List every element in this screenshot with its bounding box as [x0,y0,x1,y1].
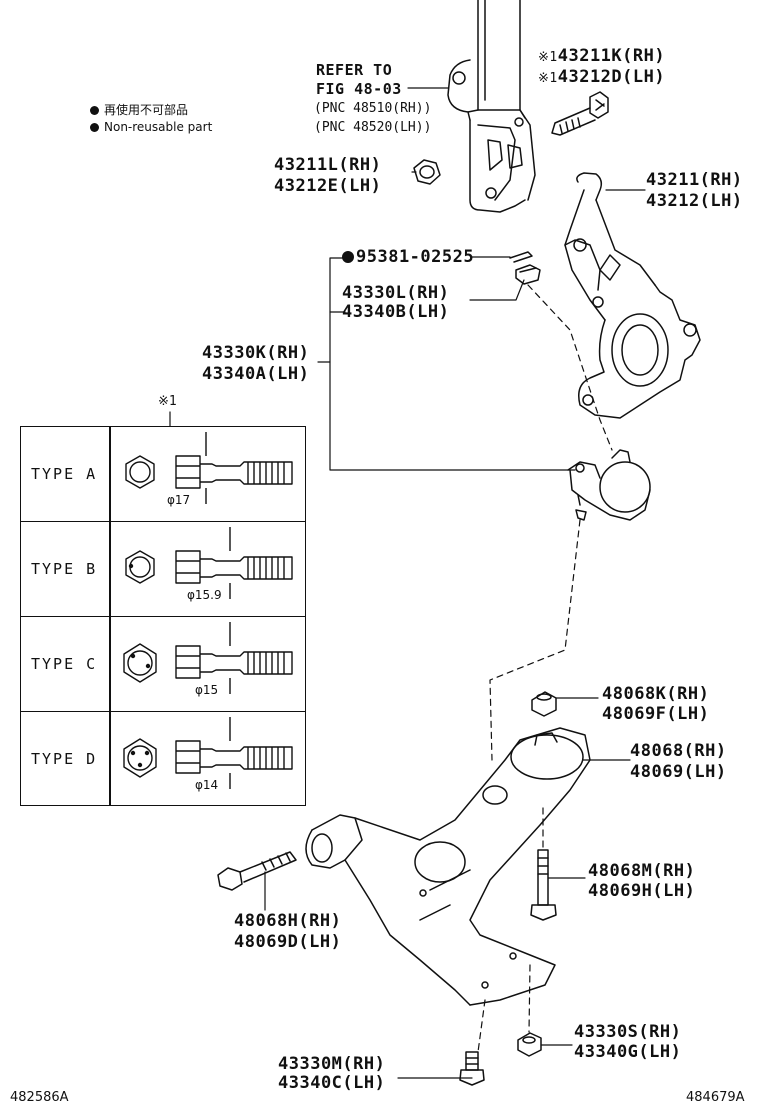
pn-43330M: 43330M(RH) [278,1054,386,1074]
legend-text-jp: 再使用不可部品 [104,103,189,117]
pn-48069D: 48069D(LH) [234,932,342,952]
type-diameter: φ17 [167,493,191,507]
bullet-icon [90,106,99,115]
refer-line2: FIG 48-03 [316,80,402,98]
type-d-drawing [123,717,293,789]
figure-code-right: 484679A [686,1090,745,1105]
refer-line1: REFER TO [316,61,393,79]
pn-43212D: 43212D(LH) [557,67,666,87]
type-name: TYPE A [31,465,98,483]
leader-lines [169,87,646,1079]
pn-43340C: 43340C(LH) [278,1073,386,1093]
pn-43340A: 43340A(LH) [202,364,310,384]
type-row-a: TYPE A φ17 [21,427,305,522]
mark-ref: ※1 [538,71,558,86]
pn-43330L: 43330L(RH) [342,283,450,303]
steering-knuckle [564,172,701,419]
pn-48068: 48068(RH) [630,741,727,761]
dashed-guides [477,284,613,1053]
pn-48069H: 48069H(LH) [588,881,696,901]
callout-43211K: ※143211K(RH) [538,46,665,68]
type-diameter: φ15.9 [187,588,222,602]
strut-nut [413,159,441,185]
non-reusable-icon [342,251,354,263]
type-a-drawing [125,432,293,504]
legend-reuse-en: Non-reusable part [90,119,212,136]
figure-code-left: 482586A [10,1090,69,1105]
camber-bolt [551,91,609,136]
pn-43340G: 43340G(LH) [574,1042,682,1062]
pn-48069F: 48069F(LH) [602,704,710,724]
legend-text-en: Non-reusable part [104,120,213,134]
type-diameter: φ15 [195,683,219,697]
pn-48068M: 48068M(RH) [588,861,696,881]
pn-43212: 43212(LH) [646,191,743,211]
pn-43211L: 43211L(RH) [274,155,382,175]
ball-joint [567,449,651,521]
pn-95381: 95381-02525 [356,247,475,267]
type-name: TYPE D [31,750,98,768]
bolt-type-table: TYPE A φ17 TYPE B φ15.9 TYPE C φ15 TYPE … [20,426,306,806]
pn-43330S: 43330S(RH) [574,1022,682,1042]
pn-43211: 43211(RH) [646,170,743,190]
pn-43212E: 43212E(LH) [274,176,382,196]
callout-95381: 95381-02525 [342,247,474,267]
mark-ref: ※1 [538,50,558,65]
pn-43211K: 43211K(RH) [557,46,666,66]
type-row-b: TYPE B φ15.9 [21,522,305,617]
type-c-drawing [123,622,293,694]
arm-nut [531,691,557,717]
bullet-icon [90,123,99,132]
type-diameter: φ14 [195,778,219,792]
arm-bolt-horizontal [217,851,297,891]
types-header: ※1 [158,394,177,409]
type-b-drawing [125,527,293,599]
refer-line4: (PNC 48520(LH)) [314,120,432,135]
callout-43212D: ※143212D(LH) [538,67,665,89]
pn-48068H: 48068H(RH) [234,911,342,931]
pn-43330K: 43330K(RH) [202,343,310,363]
type-name: TYPE B [31,560,98,578]
type-name: TYPE C [31,655,98,673]
lower-control-arm [305,727,591,1006]
ball-joint-nut [517,1032,542,1057]
cotter-pin [509,251,541,285]
strut-assembly [447,0,536,213]
ball-joint-bolt [459,1051,485,1086]
legend-reuse-jp: 再使用不可部品 [90,102,188,119]
refer-line3: (PNC 48510(RH)) [314,101,432,116]
pn-43340B: 43340B(LH) [342,302,450,322]
arm-bolt-vertical [530,849,557,921]
pn-48068K: 48068K(RH) [602,684,710,704]
type-row-c: TYPE C φ15 [21,617,305,712]
pn-48069: 48069(LH) [630,762,727,782]
type-row-d: TYPE D φ14 [21,712,305,807]
